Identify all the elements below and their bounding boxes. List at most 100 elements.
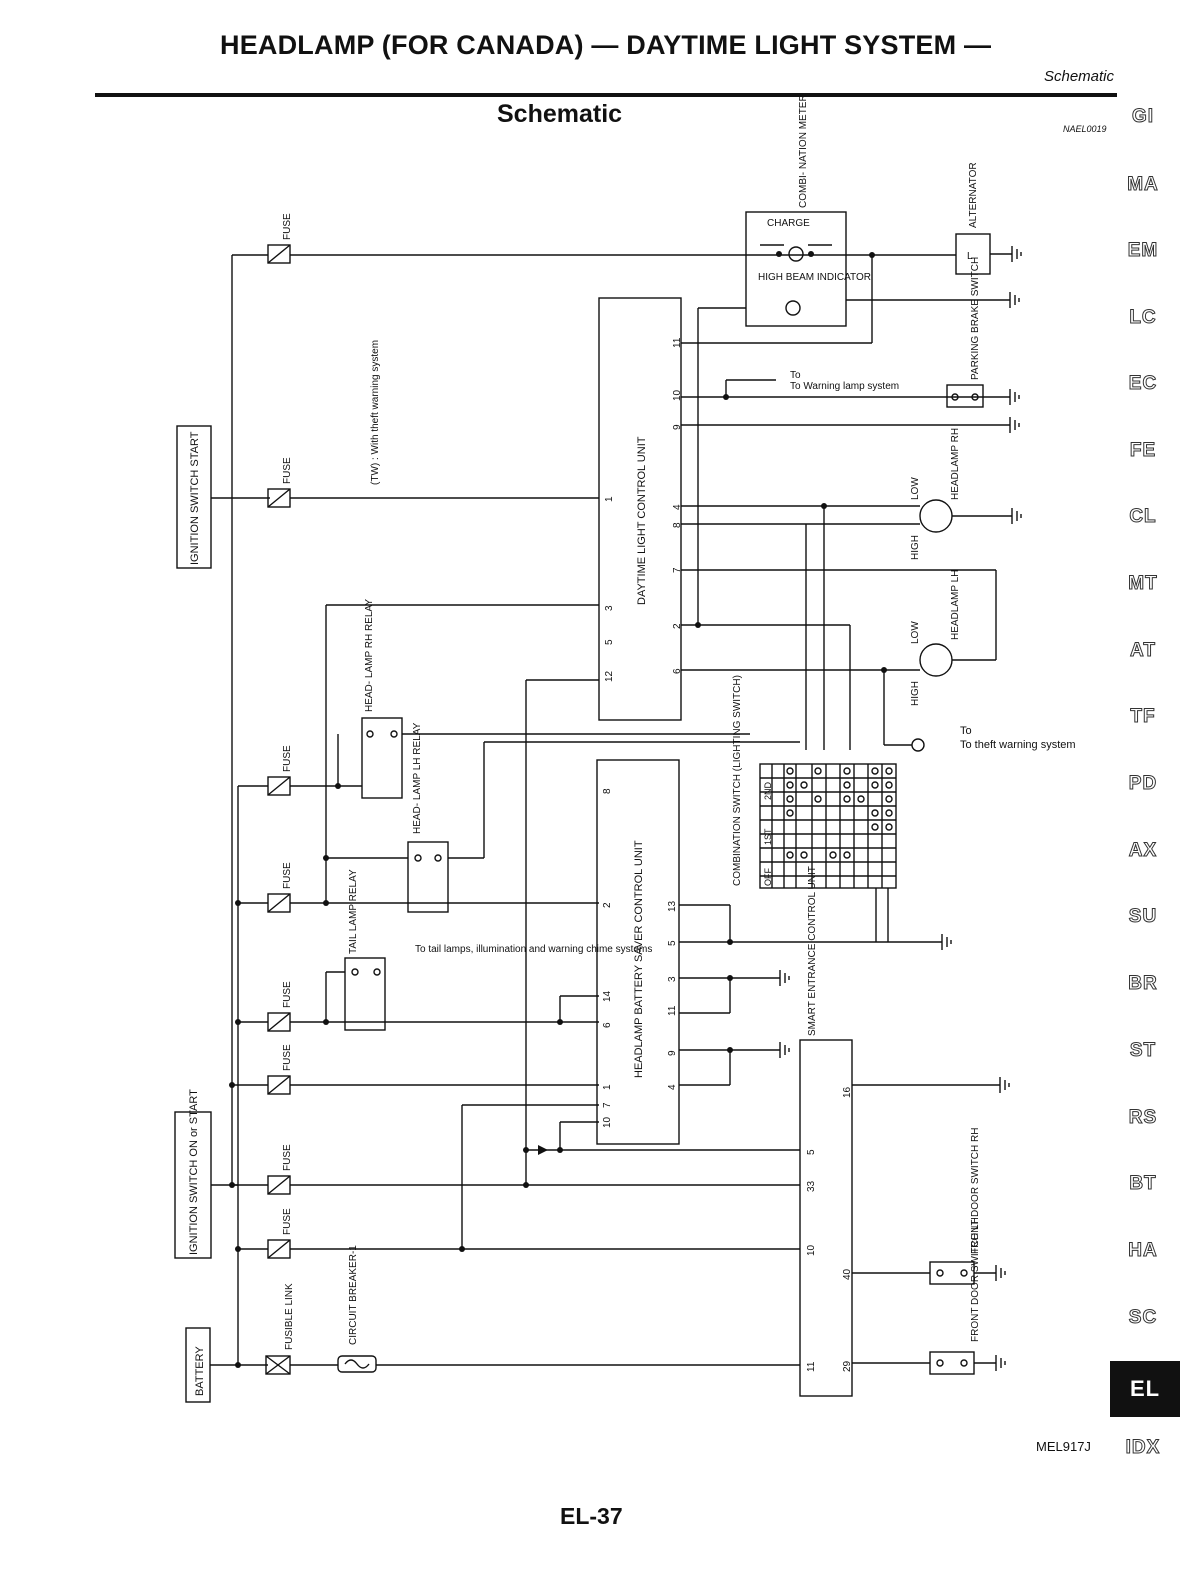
ignition-on-label: IGNITION SWITCH ON or START — [188, 1089, 200, 1255]
svg-text:PARKING BRAKE SWITCH: PARKING BRAKE SWITCH — [970, 257, 981, 380]
svg-text:To theft warning system: To theft warning system — [960, 739, 1076, 751]
fuse-5: FUSE — [238, 981, 293, 1032]
theft-note: (TW) : With theft warning system — [370, 340, 381, 485]
svg-text:12: 12 — [604, 670, 615, 682]
svg-text:FUSIBLE LINK: FUSIBLE LINK — [284, 1283, 295, 1350]
svg-text:LOW: LOW — [910, 477, 921, 500]
svg-text:1: 1 — [604, 496, 615, 502]
svg-text:7: 7 — [602, 1102, 613, 1108]
svg-text:FRONT DOOR SWITCH RH: FRONT DOOR SWITCH RH — [970, 1128, 981, 1254]
warning-lamp-note: To — [790, 370, 801, 381]
headlamp-lh-relay: HEAD- LAMP LH RELAY — [407, 722, 449, 913]
side-tab-su[interactable]: SU — [1128, 906, 1158, 928]
svg-text:2: 2 — [602, 902, 613, 908]
side-tab-mt[interactable]: MT — [1128, 573, 1158, 595]
svg-text:7: 7 — [672, 567, 683, 573]
page-number: EL-37 — [560, 1503, 623, 1529]
side-tab-at[interactable]: AT — [1130, 640, 1156, 662]
side-tab-st[interactable]: ST — [1129, 1040, 1157, 1062]
combination-switch: COMBINATION SWITCH (LIGHTING SWITCH) OFF… — [732, 675, 897, 889]
alternator: L ALTERNATOR — [955, 162, 1012, 275]
side-tab-sc[interactable]: SC — [1128, 1307, 1158, 1329]
side-tab-fe[interactable]: FE — [1129, 440, 1157, 462]
side-tab-em[interactable]: EM — [1127, 240, 1159, 262]
svg-text:COMBI- NATION METER: COMBI- NATION METER — [798, 94, 809, 208]
svg-text:FUSE: FUSE — [282, 981, 293, 1008]
svg-text:HEADLAMP RH: HEADLAMP RH — [950, 428, 961, 500]
svg-text:6: 6 — [672, 668, 683, 674]
fuse-7: FUSE — [232, 1144, 293, 1195]
svg-text:6: 6 — [602, 1022, 613, 1028]
svg-text:9: 9 — [667, 1050, 678, 1056]
side-tab-pd[interactable]: PD — [1128, 773, 1158, 795]
header-rule — [95, 93, 1117, 97]
parking-brake-switch: PARKING BRAKE SWITCH — [946, 257, 984, 408]
svg-text:10: 10 — [806, 1244, 817, 1256]
svg-text:13: 13 — [667, 900, 678, 912]
svg-text:11: 11 — [806, 1361, 817, 1372]
svg-text:CHARGE: CHARGE — [767, 218, 810, 229]
tail-lamp-relay: TAIL LAMP RELAY — [344, 869, 386, 1031]
svg-text:29: 29 — [842, 1360, 853, 1372]
svg-text:40: 40 — [842, 1268, 853, 1280]
fuse-2: FUSE — [267, 457, 293, 508]
svg-text:DAYTIME LIGHT CONTROL UNIT: DAYTIME LIGHT CONTROL UNIT — [636, 436, 648, 605]
theft-warning-note: To — [960, 725, 972, 737]
side-tab-br[interactable]: BR — [1128, 973, 1158, 995]
side-tab-ax[interactable]: AX — [1128, 840, 1158, 862]
svg-text:1ST: 1ST — [763, 828, 773, 845]
svg-text:HEAD- LAMP RH RELAY: HEAD- LAMP RH RELAY — [364, 599, 375, 712]
svg-text:FUSE: FUSE — [282, 213, 293, 240]
daytime-light-control-unit: DAYTIME LIGHT CONTROL UNIT 11 10 9 1 4 8… — [598, 297, 683, 721]
schematic-title: Schematic — [497, 100, 623, 128]
svg-text:2ND: 2ND — [763, 781, 773, 800]
headlamp-rh: HEADLAMP RH LOW HIGH — [910, 428, 1012, 560]
headlamp-lh: HEADLAMP LH LOW HIGH — [910, 570, 961, 706]
svg-text:1: 1 — [602, 1084, 613, 1090]
battery-saver-control-unit: HEADLAMP BATTERY SAVER CONTROL UNIT 8 2 … — [596, 759, 680, 1145]
ignition-start-source: IGNITION SWITCH START — [176, 425, 212, 569]
svg-text:5: 5 — [667, 940, 678, 946]
smart-entrance-control-unit: SMART ENTRANCE CONTROL UNIT 16 5 33 10 4… — [799, 866, 853, 1397]
side-tab-el[interactable]: EL — [1110, 1361, 1180, 1417]
svg-text:FRONT DOOR SWITCH LH: FRONT DOOR SWITCH LH — [970, 1217, 981, 1342]
fuse-4: FUSE — [238, 862, 293, 913]
side-tab-rs[interactable]: RS — [1128, 1107, 1158, 1129]
svg-text:3: 3 — [667, 976, 678, 982]
svg-text:To Warning lamp system: To Warning lamp system — [790, 381, 899, 392]
svg-text:8: 8 — [602, 788, 613, 794]
svg-text:33: 33 — [806, 1180, 817, 1192]
svg-text:14: 14 — [602, 990, 613, 1002]
side-tab-ha[interactable]: HA — [1128, 1240, 1158, 1262]
side-tab-gi[interactable]: GI — [1131, 106, 1155, 128]
svg-text:ALTERNATOR: ALTERNATOR — [968, 162, 979, 228]
combination-meter: COMBI- NATION METER CHARGE HIGH BEAM IND… — [745, 94, 871, 327]
svg-text:5: 5 — [806, 1149, 817, 1155]
battery-source: BATTERY — [185, 1327, 211, 1403]
junction-dots — [229, 251, 887, 1368]
svg-text:FUSE: FUSE — [282, 1208, 293, 1235]
side-tab-tf[interactable]: TF — [1130, 706, 1156, 728]
fusible-link: FUSIBLE LINK — [265, 1283, 295, 1375]
svg-text:5: 5 — [604, 639, 615, 645]
side-tab-cl[interactable]: CL — [1129, 506, 1157, 528]
svg-text:LOW: LOW — [910, 621, 921, 644]
svg-text:HIGH BEAM INDICATOR: HIGH BEAM INDICATOR — [758, 272, 871, 283]
side-tab-ec[interactable]: EC — [1128, 373, 1158, 395]
page-title: HEADLAMP (FOR CANADA) — DAYTIME LIGHT SY… — [220, 30, 992, 60]
svg-text:HEAD- LAMP LH RELAY: HEAD- LAMP LH RELAY — [412, 722, 423, 834]
svg-text:3: 3 — [604, 605, 615, 611]
svg-text:4: 4 — [667, 1084, 678, 1090]
svg-text:COMBINATION SWITCH (LIGHTING S: COMBINATION SWITCH (LIGHTING SWITCH) — [732, 675, 743, 886]
side-tab-bt[interactable]: BT — [1129, 1173, 1157, 1195]
svg-text:11: 11 — [667, 1005, 678, 1016]
svg-text:TAIL LAMP RELAY: TAIL LAMP RELAY — [348, 869, 359, 954]
side-tab-idx[interactable]: IDX — [1125, 1437, 1161, 1459]
side-tab-lc[interactable]: LC — [1129, 307, 1157, 329]
svg-text:SMART ENTRANCE CONTROL UNIT: SMART ENTRANCE CONTROL UNIT — [807, 866, 818, 1036]
svg-text:HIGH: HIGH — [910, 535, 921, 560]
side-tab-ma[interactable]: MA — [1127, 174, 1159, 196]
svg-text:9: 9 — [672, 424, 683, 430]
svg-text:10: 10 — [672, 389, 683, 401]
svg-text:FUSE: FUSE — [282, 745, 293, 772]
